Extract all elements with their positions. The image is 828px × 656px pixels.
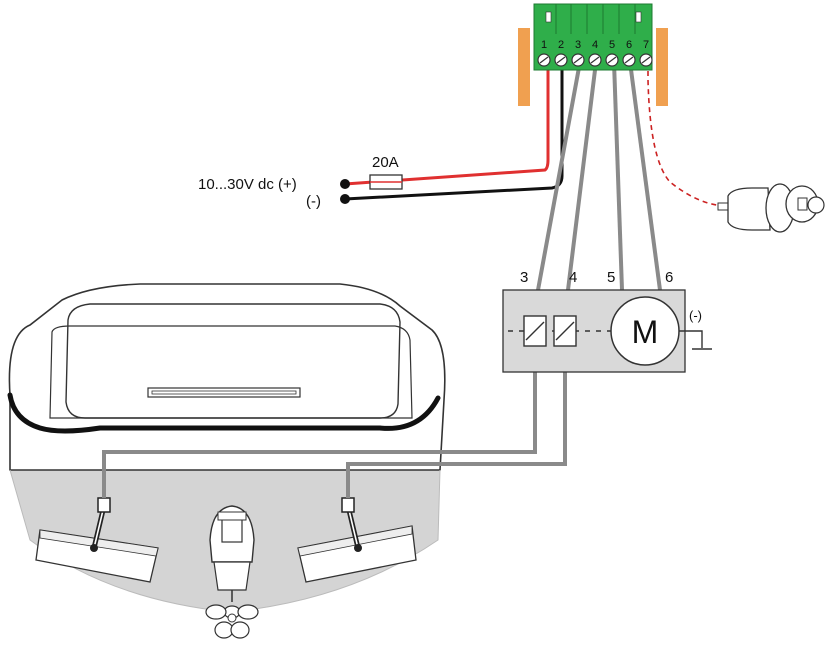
boat-hull	[7, 283, 446, 613]
terminal-pin-label: 7	[643, 39, 649, 51]
fuse-label: 20A	[372, 154, 399, 171]
relay-3	[523, 315, 547, 347]
terminal-screw	[537, 53, 551, 67]
actuator-wires	[102, 348, 567, 498]
trim-tab-left	[35, 497, 159, 583]
terminal-screw	[571, 53, 585, 67]
control-box: M (-)	[502, 289, 712, 373]
box-terminal-3: 3	[520, 269, 528, 286]
box-terminal-6: 6	[665, 269, 673, 286]
sensor-wire	[647, 62, 729, 207]
sensor-probe-icon	[717, 183, 825, 233]
positive-terminal	[340, 179, 350, 189]
terminal-pin-label: 2	[558, 39, 564, 51]
ground-label: (-)	[689, 308, 702, 323]
signal-wires	[536, 61, 662, 318]
supply-voltage-label: 10...30V dc (+)	[198, 176, 297, 193]
box-terminal-4: 4	[569, 269, 577, 286]
outdrive-propeller	[205, 505, 259, 639]
supply-negative-label: (-)	[306, 193, 321, 210]
bracket-left	[518, 28, 530, 106]
bracket-right	[656, 28, 668, 106]
terminal-pin-label: 5	[609, 39, 615, 51]
box-terminal-5: 5	[607, 269, 615, 286]
terminal-screw	[622, 53, 636, 67]
terminal-screw	[605, 53, 619, 67]
terminal-pin-label: 4	[592, 39, 598, 51]
relay-4	[553, 315, 577, 347]
fuse	[369, 174, 403, 190]
trim-tab-right	[297, 497, 417, 583]
negative-terminal	[340, 194, 350, 204]
terminal-pin-label: 1	[541, 39, 547, 51]
terminal-screw	[639, 53, 653, 67]
terminal-screw	[588, 53, 602, 67]
terminal-pin-label: 6	[626, 39, 632, 51]
terminal-pin-label: 3	[575, 39, 581, 51]
motor-label: M	[632, 314, 659, 350]
terminal-screw	[554, 53, 568, 67]
